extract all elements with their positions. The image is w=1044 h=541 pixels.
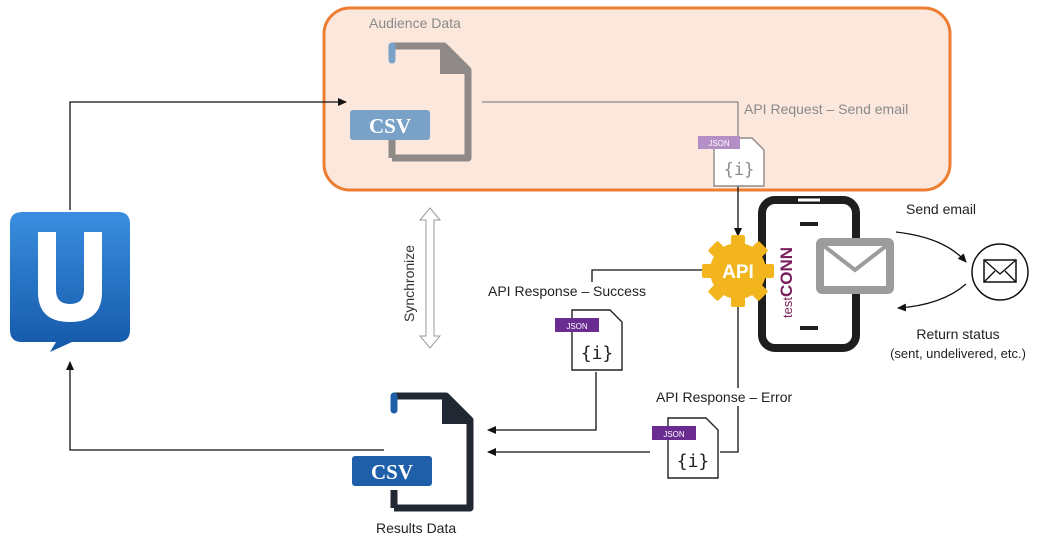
- audience-data-title: Audience Data: [369, 15, 461, 31]
- error-json-label: JSON: [663, 430, 685, 439]
- edge-u-to-audience: [69, 98, 347, 210]
- error-json-badge: [652, 426, 696, 440]
- u-logo: [10, 212, 130, 352]
- return-status-line2: (sent, undelivered, etc.): [890, 346, 1026, 361]
- audience-csv-icon: [350, 42, 472, 162]
- phone-brand: testCONN: [777, 247, 796, 318]
- results-csv-label: CSV: [371, 460, 413, 484]
- phone-envelope-icon: [816, 238, 894, 294]
- request-json-icon: [698, 136, 765, 187]
- synchronize-arrow: [418, 207, 442, 349]
- edge-success-to-results: [487, 372, 597, 434]
- phone-brand-suffix: CONN: [777, 247, 796, 297]
- recipient-envelope-icon: [971, 243, 1029, 301]
- connector-lines: [66, 98, 967, 456]
- request-json-glyph: {i}: [724, 160, 755, 180]
- audience-csv-badge: [350, 110, 430, 140]
- synchronize-label: Synchronize: [401, 245, 417, 322]
- audience-csv-label: CSV: [369, 114, 411, 138]
- success-json-glyph: {i}: [581, 343, 614, 364]
- success-json-icon: [555, 309, 623, 371]
- success-json-badge: [555, 318, 599, 332]
- return-status-line1: Return status: [916, 326, 1000, 342]
- edge-return-status: [897, 283, 967, 312]
- send-email-label: Send email: [906, 201, 977, 217]
- results-data-title: Results Data: [376, 520, 457, 536]
- api-gear-icon: [702, 235, 774, 307]
- phone-brand-prefix: test: [780, 297, 795, 318]
- error-json-glyph: {i}: [677, 451, 710, 472]
- request-edge-label: API Request – Send email: [744, 101, 909, 117]
- edge-results-to-u: [66, 361, 384, 451]
- return-status-label: Return status (sent, undelivered, etc.): [870, 325, 1044, 363]
- success-edge-label: API Response – Success: [484, 282, 650, 300]
- edge-error: [720, 304, 739, 453]
- request-json-badge: [698, 136, 740, 149]
- results-csv-icon: [352, 392, 474, 512]
- results-csv-badge: [352, 456, 432, 486]
- success-json-label: JSON: [566, 322, 588, 331]
- api-label: API: [722, 262, 754, 283]
- edge-send-email: [895, 231, 967, 263]
- edge-request: [482, 101, 739, 140]
- error-edge-label: API Response – Error: [652, 388, 797, 406]
- edge-success: [591, 269, 706, 284]
- audience-data-container: [322, 6, 952, 192]
- error-json-icon: [652, 417, 719, 479]
- request-json-label: JSON: [708, 139, 730, 148]
